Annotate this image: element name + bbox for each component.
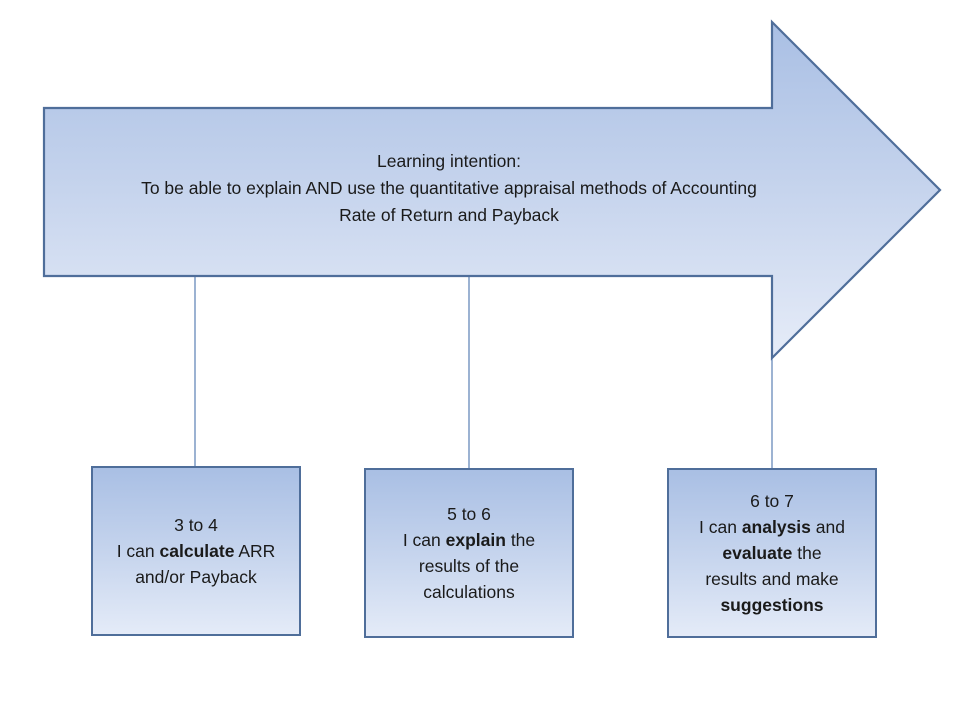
learning-intention-heading: Learning intention: — [377, 151, 521, 171]
level-range: 6 to 7 — [750, 491, 794, 511]
text-fragment: the — [505, 530, 536, 550]
level-box-6-to-7: 6 to 7 I can analysis and evaluate the r… — [667, 468, 877, 638]
level-statement-line: and/or Payback — [135, 567, 257, 587]
learning-intention-line-1: To be able to explain AND use the quanti… — [141, 178, 757, 198]
bold-keyword: explain — [445, 530, 506, 550]
level-statement-line: I can analysis and — [699, 514, 845, 540]
level-box-5-to-6: 5 to 6 I can explain the results of the … — [364, 468, 574, 638]
bold-keyword: suggestions — [720, 595, 824, 615]
bold-keyword: analysis — [741, 517, 811, 537]
level-range: 5 to 6 — [447, 504, 491, 524]
text-fragment: and — [810, 517, 845, 537]
level-statement-line: evaluate the — [722, 540, 821, 566]
level-statement-line: calculations — [423, 582, 515, 602]
learning-intention-line-2: Rate of Return and Payback — [339, 205, 559, 225]
level-box-3-to-4: 3 to 4 I can calculate ARR and/or Paybac… — [91, 466, 301, 636]
bold-keyword: evaluate — [722, 543, 793, 563]
level-statement-line: suggestions — [720, 592, 823, 618]
text-fragment: I can — [116, 541, 160, 561]
text-fragment: the — [792, 543, 822, 563]
level-range: 3 to 4 — [174, 515, 218, 535]
level-statement-line: I can calculate ARR — [117, 538, 276, 564]
level-statement-line: results of the — [418, 556, 520, 576]
level-statement-line: I can explain the — [403, 527, 535, 553]
learning-intention-text: Learning intention: To be able to explai… — [46, 148, 852, 229]
learning-intention-arrow — [42, 19, 942, 361]
text-fragment: I can — [699, 517, 742, 537]
text-fragment: I can — [402, 530, 446, 550]
level-statement-line: results and make — [705, 569, 839, 589]
text-fragment: ARR — [234, 541, 276, 561]
bold-keyword: calculate — [159, 541, 235, 561]
